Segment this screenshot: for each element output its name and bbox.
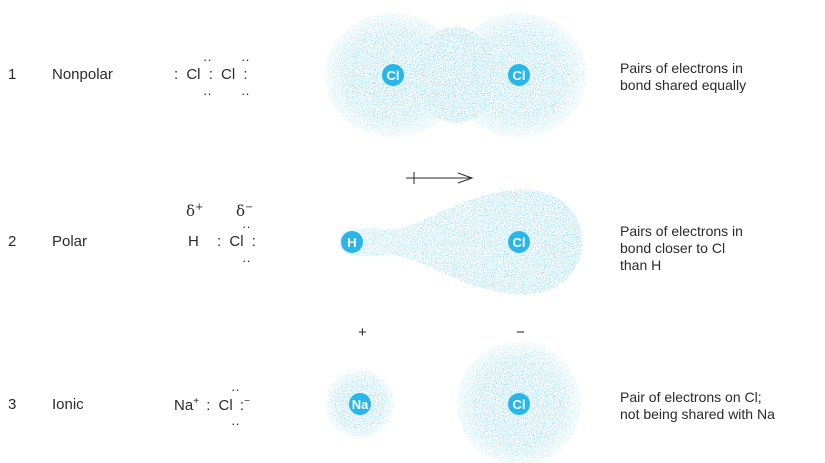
lewis-bond-pair: : — [206, 397, 211, 414]
lewis-cation-charge: + — [193, 396, 200, 407]
description-line: not being shared with Na — [620, 406, 775, 422]
polar-atom1-core — [341, 231, 363, 253]
row2-lewis-structure: H : Cl : — [188, 233, 256, 250]
ion-positive-sign: + — [358, 324, 367, 341]
ionic-atom1-core — [349, 393, 371, 415]
lewis-atom2: Cl — [218, 397, 233, 414]
polar-atom1-label: H — [347, 235, 356, 250]
row1-lone-pair-dots: ·· — [203, 52, 212, 67]
lewis-lone-pair-left: : — [174, 66, 179, 83]
ionic-atom2-label: Cl — [513, 397, 526, 412]
row1-number: 1 — [8, 66, 17, 83]
partial-positive-charge: δ+ — [186, 202, 204, 220]
lewis-cation: Na — [174, 397, 194, 414]
nonpolar-cloud — [325, 13, 587, 137]
ionic-atom2-core — [508, 393, 530, 415]
row2-lone-pair-dots: ·· — [242, 253, 251, 268]
nonpolar-atom2-core — [508, 64, 530, 86]
polar-cloud — [339, 189, 582, 295]
row3-type: Ionic — [52, 396, 84, 413]
polar-atom2-label: Cl — [513, 235, 526, 250]
row1-description: Pairs of electrons in bond shared equall… — [620, 60, 746, 94]
row2-lone-pair-dots: ·· — [242, 219, 251, 234]
row3-lone-pair-dots: ·· — [231, 416, 240, 431]
row2-number: 2 — [8, 233, 17, 250]
description-line: bond shared equally — [620, 77, 747, 93]
row3-lone-pair-dots: ·· — [231, 382, 240, 397]
ionic-atom1-label: Na — [352, 397, 369, 412]
description-line: Pairs of electrons in — [620, 60, 743, 76]
row1-lone-pair-dots: ·· — [203, 86, 212, 101]
row3-description: Pair of electrons on Cl; not being share… — [620, 389, 775, 423]
description-line: Pair of electrons on Cl; — [620, 389, 762, 405]
description-line: than H — [620, 257, 662, 273]
lewis-bond-pair: : — [217, 233, 222, 250]
polar-atom2-core — [508, 231, 530, 253]
lewis-lone-pair-right: : — [243, 66, 248, 83]
lewis-lone-pair-right: : — [239, 397, 245, 414]
row1-type: Nonpolar — [52, 66, 113, 83]
lewis-anion-charge: − — [244, 396, 250, 407]
partial-negative-charge: δ− — [236, 202, 254, 220]
lewis-atom2: Cl — [229, 233, 244, 250]
row3-number: 3 — [8, 396, 17, 413]
lewis-atom1: Cl — [186, 66, 201, 83]
row1-lone-pair-dots: ·· — [241, 52, 250, 67]
lewis-lone-pair-right: : — [251, 233, 256, 250]
nonpolar-atom1-core — [382, 64, 404, 86]
lewis-bond-pair: : — [208, 66, 213, 83]
row1-lone-pair-dots: ·· — [241, 86, 250, 101]
lewis-atom2: Cl — [221, 66, 236, 83]
description-line: Pairs of electrons in — [620, 223, 743, 239]
nonpolar-atom1-label: Cl — [387, 68, 400, 83]
description-line: bond closer to Cl — [620, 240, 726, 256]
row1-lewis-structure: : Cl : Cl : — [174, 66, 248, 83]
row2-description: Pairs of electrons in bond closer to Cl … — [620, 223, 743, 274]
nonpolar-atom2-label: Cl — [513, 68, 526, 83]
lewis-atom1: H — [188, 233, 199, 250]
row3-lewis-structure: Na+ : Cl :− — [174, 396, 250, 414]
dipole-arrow-icon — [406, 172, 474, 184]
row2-type: Polar — [52, 233, 88, 250]
ion-negative-sign: − — [516, 324, 525, 341]
